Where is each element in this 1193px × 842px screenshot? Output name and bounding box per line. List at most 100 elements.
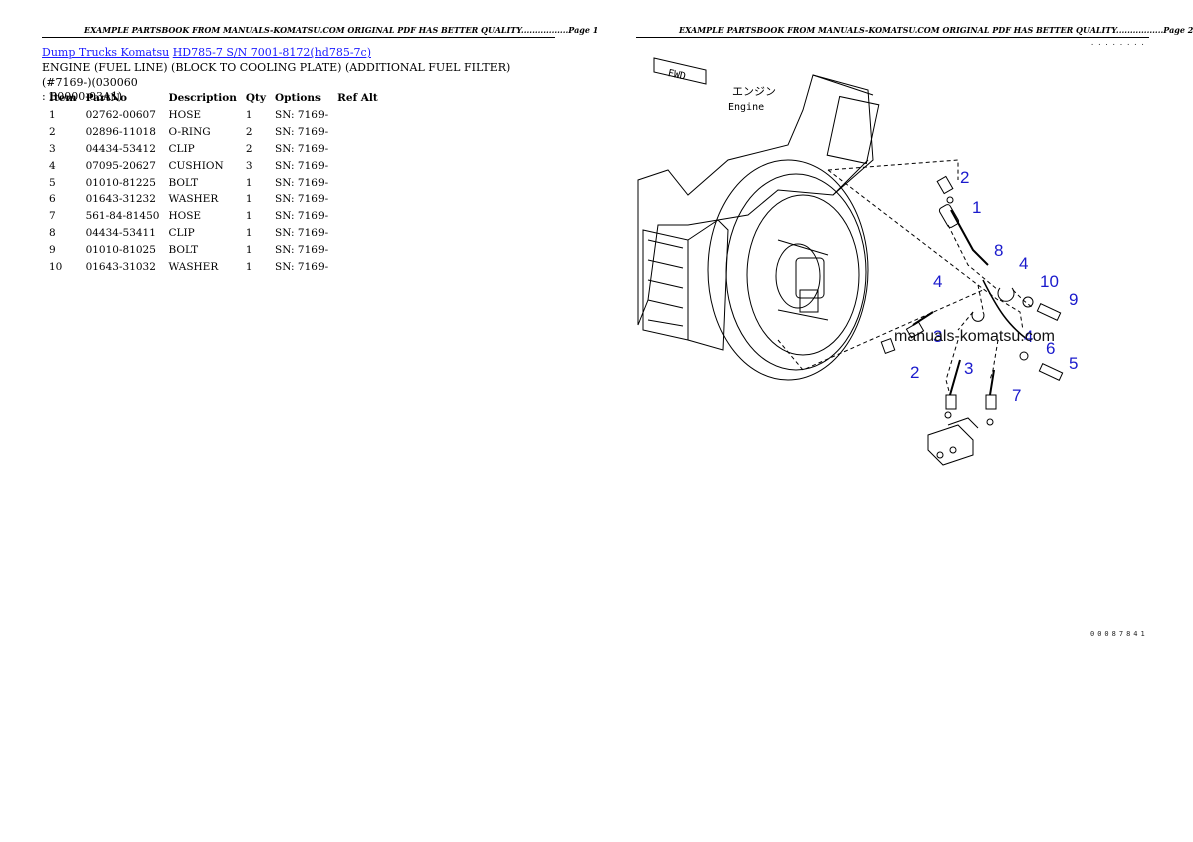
- cell-ref-alt: [332, 258, 382, 275]
- cell-description: BOLT: [168, 243, 199, 256]
- parts-table: Item PartNo Description Qty Options Ref …: [44, 91, 382, 275]
- cell-qty: 3: [245, 159, 253, 172]
- cell-description: CLIP: [168, 226, 195, 239]
- engine-label: Engine: [728, 102, 764, 113]
- cell-partno: 01643-31232: [85, 193, 156, 206]
- table-row: 10 01643-31032 WASHER 1 SN: 7169-: [44, 258, 382, 275]
- engine-block-drawing: [637, 74, 880, 351]
- cell-ref-alt: [332, 107, 382, 124]
- table-row: 9 01010-81025 BOLT 1 SN: 7169-: [44, 241, 382, 258]
- watermark-text: manuals-komatsu.com: [894, 328, 1055, 345]
- cell-options: SN: 7169-: [275, 159, 329, 172]
- cell-qty: 1: [245, 260, 253, 273]
- cell-qty: 1: [245, 243, 253, 256]
- cell-options: SN: 7169-: [275, 226, 329, 239]
- cell-partno: 01643-31032: [85, 260, 156, 273]
- callout-8: 8: [994, 241, 1003, 260]
- fitting-parts-drawing: [927, 175, 1064, 466]
- cell-partno: 04434-53412: [85, 142, 156, 155]
- cell-options: SN: 7169-: [275, 109, 329, 122]
- cell-qty: 2: [245, 126, 253, 139]
- cell-ref-alt: [332, 191, 382, 208]
- cell-description: HOSE: [168, 109, 202, 122]
- cell-ref-alt: [332, 124, 382, 141]
- fwd-label: FWD: [667, 68, 687, 83]
- cell-ref-alt: [332, 225, 382, 242]
- cell-description: HOSE: [168, 210, 202, 223]
- engine-label-jp: エンジン: [732, 85, 776, 98]
- cell-partno: 01010-81225: [85, 176, 156, 189]
- cell-options: SN: 7169-: [275, 176, 329, 189]
- cell-item: 4: [49, 159, 56, 172]
- cell-ref-alt: [332, 208, 382, 225]
- table-row: 4 07095-20627 CUSHION 3 SN: 7169-: [44, 157, 382, 174]
- callout-4-upper: 4: [1019, 254, 1028, 273]
- callout-3: 3: [964, 359, 973, 378]
- col-ref-alt: Ref Alt: [337, 92, 378, 104]
- cell-qty: 1: [245, 176, 253, 189]
- cell-qty: 1: [245, 109, 253, 122]
- breadcrumb-link-dump-trucks[interactable]: Dump Trucks Komatsu: [42, 46, 170, 59]
- cell-item: 6: [49, 193, 56, 206]
- cell-item: 8: [49, 226, 56, 239]
- cell-ref-alt: [332, 141, 382, 158]
- cell-options: SN: 7169-: [275, 142, 329, 155]
- parts-diagram: FWD: [637, 57, 1078, 466]
- col-item: Item: [49, 92, 77, 104]
- breadcrumb: Dump Trucks Komatsu HD785-7 S/N 7001-817…: [42, 46, 371, 59]
- diagram-ref-top: ........: [1090, 39, 1148, 47]
- cell-item: 10: [49, 260, 63, 273]
- page-header-right: EXAMPLE PARTSBOOK FROM MANUALS-KOMATSU.C…: [679, 25, 1193, 35]
- cell-item: 5: [49, 176, 56, 189]
- table-row: 8 04434-53411 CLIP 1 SN: 7169-: [44, 225, 382, 242]
- table-header-row: Item PartNo Description Qty Options Ref …: [44, 91, 382, 107]
- diagram-ref-code: 00087841: [1090, 630, 1148, 638]
- cell-options: SN: 7169-: [275, 260, 329, 273]
- cell-description: BOLT: [168, 176, 199, 189]
- fuel-hose-drawing: [880, 204, 1029, 410]
- cell-options: SN: 7169-: [275, 193, 329, 206]
- cell-partno: 01010-81025: [85, 243, 156, 256]
- cell-partno: 04434-53411: [85, 226, 156, 239]
- callout-2-bottom: 2: [910, 363, 919, 382]
- header-rule-right: [636, 37, 1149, 38]
- cell-ref-alt: [332, 174, 382, 191]
- cell-item: 7: [49, 210, 56, 223]
- cell-description: CUSHION: [168, 159, 224, 172]
- cell-qty: 1: [245, 226, 253, 239]
- cell-partno: 02896-11018: [85, 126, 156, 139]
- callout-3-watermark: 3: [933, 327, 942, 346]
- callout-1: 1: [972, 198, 981, 217]
- header-rule-left: [42, 37, 555, 38]
- col-options: Options: [275, 92, 321, 104]
- callout-6: 6: [1046, 339, 1055, 358]
- flywheel-housing-drawing: [707, 159, 869, 381]
- diagram-leader-lines: [777, 159, 1034, 396]
- cell-partno: 07095-20627: [85, 159, 156, 172]
- page-title: ENGINE (FUEL LINE) (BLOCK TO COOLING PLA…: [42, 61, 557, 105]
- callout-10: 10: [1040, 272, 1059, 291]
- cell-options: SN: 7169-: [275, 243, 329, 256]
- page-header-left: EXAMPLE PARTSBOOK FROM MANUALS-KOMATSU.C…: [84, 25, 599, 35]
- callout-4-lower: 4: [1024, 327, 1033, 346]
- cell-ref-alt: [332, 157, 382, 174]
- title-line-2: : B0000-03A1): [42, 90, 123, 103]
- cell-item: 9: [49, 243, 56, 256]
- table-row: 5 01010-81225 BOLT 1 SN: 7169-: [44, 174, 382, 191]
- cell-item: 1: [49, 109, 56, 122]
- callout-7: 7: [1012, 386, 1021, 405]
- col-qty: Qty: [245, 92, 267, 104]
- cell-partno: 561-84-81450: [85, 210, 160, 223]
- cell-description: WASHER: [168, 260, 219, 273]
- breadcrumb-link-model[interactable]: HD785-7 S/N 7001-8172(hd785-7c): [172, 46, 371, 59]
- cell-options: SN: 7169-: [275, 210, 329, 223]
- cell-item: 2: [49, 126, 56, 139]
- callout-5: 5: [1069, 354, 1078, 373]
- cell-description: WASHER: [168, 193, 219, 206]
- cell-description: CLIP: [168, 142, 195, 155]
